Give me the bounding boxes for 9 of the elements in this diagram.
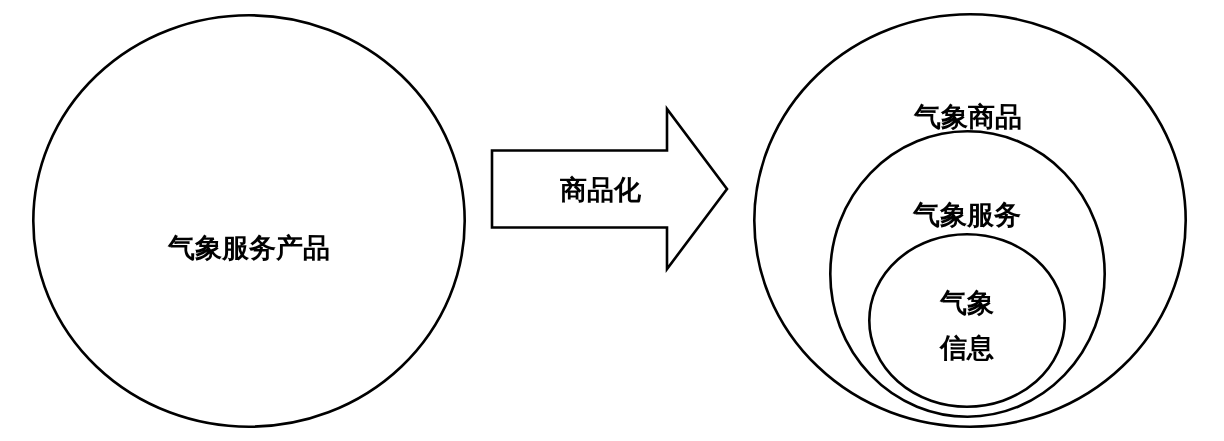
node-label: 气象服务	[913, 198, 1021, 232]
node-label: 气象服务产品	[168, 231, 330, 265]
block-arrow	[490, 105, 729, 273]
node-label: 气象商品	[914, 100, 1022, 134]
circle	[868, 233, 1066, 408]
circle	[829, 130, 1106, 418]
circle	[753, 13, 1187, 428]
node-label: 气象信息	[938, 286, 995, 365]
circle	[32, 14, 466, 428]
